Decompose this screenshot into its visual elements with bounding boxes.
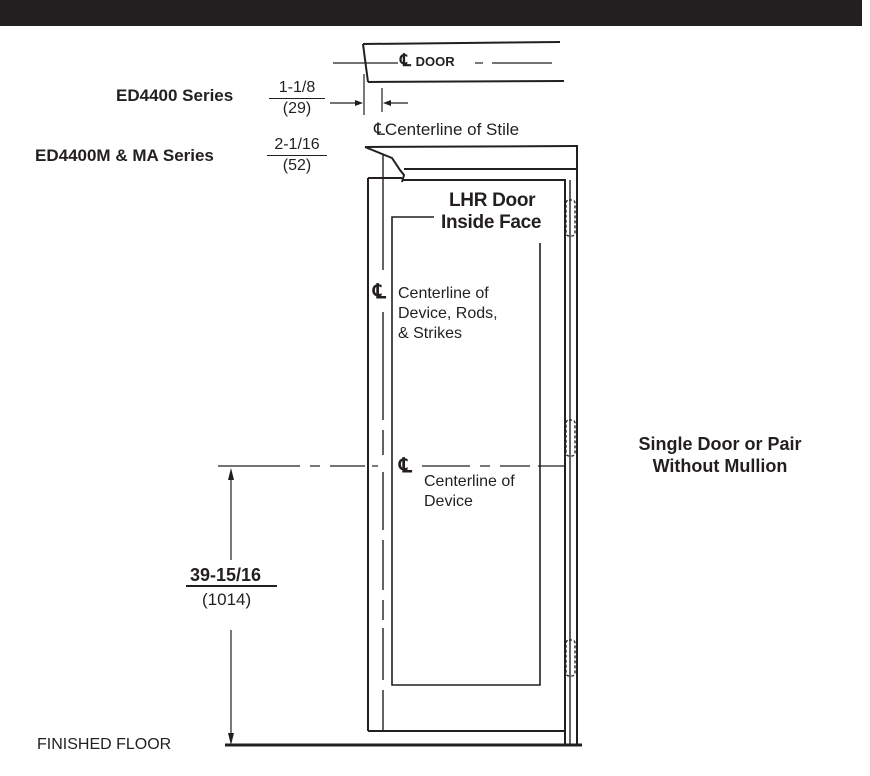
dimension-ed4400m-ma: 2-1/16 (52) bbox=[267, 137, 327, 174]
centerline-rods-label: Centerline of Device, Rods, & Strikes bbox=[398, 285, 498, 342]
centerline-symbol-icon: ℄ bbox=[399, 455, 412, 477]
configuration-label: Single Door or Pair Without Mullion bbox=[638, 434, 802, 476]
series-label-ed4400: ED4400 Series bbox=[116, 86, 234, 105]
dimension-ed4400: 1-1/8 (29) bbox=[269, 80, 325, 117]
dimension-imperial: 2-1/16 bbox=[267, 137, 327, 156]
centerline-stile-label: ℄Centerline of Stile bbox=[374, 120, 520, 139]
header-bar bbox=[0, 0, 862, 26]
finished-floor-label: FINISHED FLOOR bbox=[37, 736, 172, 753]
centerline-device-label: Centerline of Device bbox=[424, 473, 515, 510]
dimension-metric: (52) bbox=[282, 157, 312, 174]
dimension-metric: (29) bbox=[282, 100, 312, 117]
device-height-imperial: 39-15/16 bbox=[190, 565, 262, 585]
door-frame bbox=[364, 145, 579, 746]
header-bar-gap bbox=[862, 0, 870, 26]
centerline-symbol-icon: ℄ bbox=[374, 120, 385, 139]
hinges bbox=[565, 199, 576, 677]
centerline-symbol-icon: ℄ bbox=[373, 281, 386, 303]
door-section-detail bbox=[330, 41, 565, 115]
series-label-ed4400m-ma: ED4400M & MA Series bbox=[35, 146, 214, 165]
height-dimension-line bbox=[186, 468, 277, 745]
door-title: LHR Door Inside Face bbox=[441, 190, 542, 233]
device-height-metric: (1014) bbox=[202, 590, 252, 609]
door-glass-panel bbox=[391, 216, 541, 686]
dimension-imperial: 1-1/8 bbox=[269, 80, 325, 99]
centerline-symbol-icon: ℄ bbox=[400, 51, 411, 70]
centerline-door-label: ℄ DOOR bbox=[400, 51, 455, 70]
